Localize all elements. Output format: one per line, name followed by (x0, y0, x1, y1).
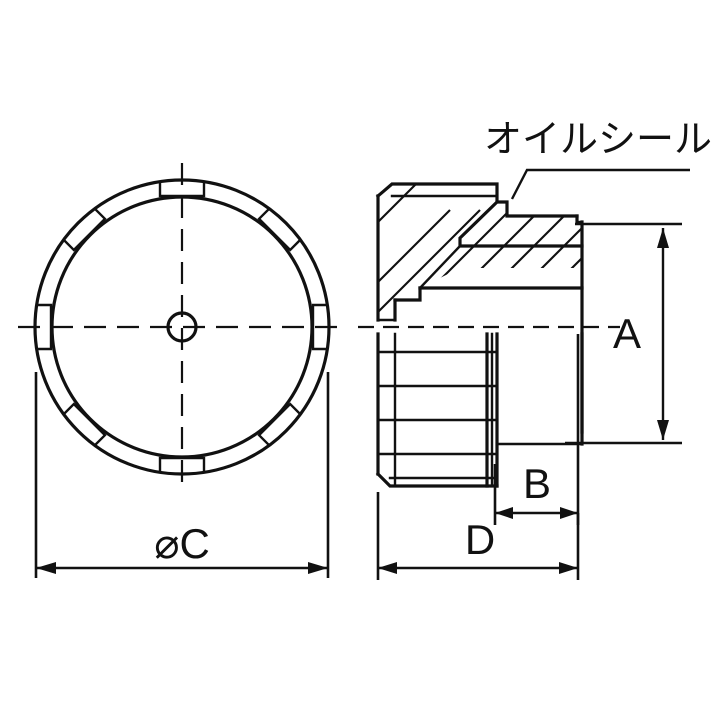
oil-seal-annotation: オイルシール (484, 117, 712, 200)
notch-4 (158, 456, 206, 473)
dim-label-d: D (465, 516, 495, 563)
front-circular-view (18, 163, 346, 492)
dim-label-a: A (613, 310, 641, 357)
thread-step-2 (376, 384, 397, 422)
thread-step-3 (376, 418, 397, 456)
bore-taper-line (418, 244, 462, 290)
dim-label-diameter-c: ⌀C (154, 520, 210, 567)
arrowhead-b-left (495, 507, 513, 519)
notch-5 (62, 402, 107, 447)
notch-1 (257, 207, 302, 252)
dimension-b: B (493, 334, 580, 525)
dim-label-b: B (523, 460, 551, 507)
arrowhead-c-left (36, 562, 56, 574)
arrowhead-c-right (308, 562, 328, 574)
arrowhead-b-right (560, 507, 578, 519)
bore-step-upper (393, 286, 422, 302)
dimension-d: D (376, 492, 580, 580)
oil-seal-label: オイルシール (484, 117, 712, 161)
notch-3 (257, 402, 302, 447)
notch-2 (311, 303, 328, 351)
section-side-view (358, 182, 620, 488)
arrowhead-d-left (378, 562, 397, 574)
thread-step-1 (376, 350, 397, 388)
arrowhead-d-right (559, 562, 578, 574)
dimension-diameter-c: ⌀C (34, 372, 330, 578)
peripheral-notch-group (36, 181, 328, 473)
thread-step-0 (376, 332, 397, 354)
lower-left-chamfer (375, 471, 499, 488)
oil-seal-leader-line (510, 168, 690, 200)
oil-seal-seat-profile (458, 199, 584, 248)
arrowhead-a-top (657, 228, 669, 248)
dimension-a: A (565, 222, 682, 445)
notch-7 (62, 207, 107, 252)
thread-profile-group (376, 332, 499, 488)
arrowhead-a-bottom (657, 420, 669, 440)
